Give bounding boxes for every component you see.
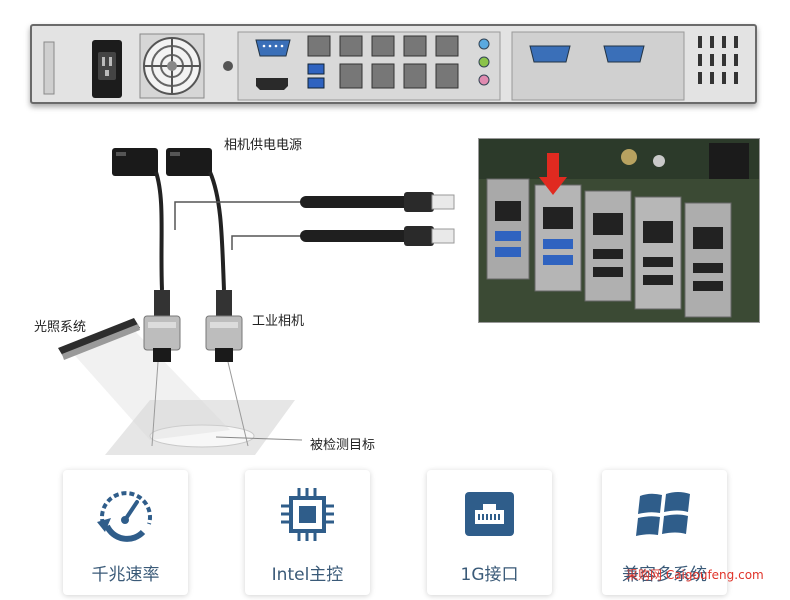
camera-cables [154, 171, 226, 291]
fan-grille [139, 33, 205, 99]
feature-label: 兼容多系统 [622, 565, 707, 585]
vga-port[interactable] [255, 39, 291, 57]
feature-card-gigabit: 千兆速率 [63, 470, 188, 595]
power-supply-right [166, 148, 212, 176]
expansion-bracket [511, 31, 685, 101]
lan-port-upper-row[interactable] [307, 35, 459, 57]
industrial-camera-left [143, 290, 181, 362]
rj45-cable-upper [300, 192, 455, 212]
vision-system-illustration [58, 148, 455, 455]
lan-port-lower-row[interactable] [339, 63, 459, 89]
server-rear-panel [30, 24, 757, 104]
hdmi-port[interactable] [256, 78, 288, 90]
label-camera-power: 相机供电电源 [224, 138, 303, 153]
feature-card-multi-os: 兼容多系统 [602, 470, 727, 595]
target-leader-line [215, 436, 303, 441]
feature-label: Intel主控 [271, 565, 344, 585]
watermark: 采购网 Caigoufeng.com [626, 568, 764, 582]
light-beam [70, 328, 230, 440]
audio-jacks[interactable] [478, 38, 490, 86]
camera-field-of-view [151, 361, 249, 447]
feature-card-intel: Intel主控 [245, 470, 370, 595]
com-port-1[interactable] [529, 45, 571, 63]
label-inspection-target: 被检测目标 [310, 438, 376, 453]
lan-ports-photo [478, 138, 760, 323]
industrial-camera-right [205, 290, 243, 362]
red-arrow-icon [539, 153, 567, 195]
usb-port-stack[interactable] [307, 63, 325, 89]
gauge-icon [97, 491, 152, 542]
com-port-2[interactable] [603, 45, 645, 63]
rj45-cable-lower [300, 226, 455, 246]
windows-logo-icon [636, 492, 690, 536]
ethernet-port-icon [465, 492, 514, 536]
vent-slots [698, 36, 738, 84]
label-lighting-system: 光照系统 [34, 320, 87, 335]
photo-port-blocks [486, 178, 732, 318]
chip-icon [281, 488, 334, 541]
feature-card-1g-port: 1G接口 [427, 470, 552, 595]
light-bar [58, 318, 140, 360]
power-supply-left [112, 148, 158, 176]
label-industrial-camera: 工业相机 [252, 314, 305, 329]
screw-hole [223, 61, 233, 71]
feature-label: 千兆速率 [91, 565, 160, 585]
network-cables [174, 201, 300, 250]
power-socket [43, 40, 122, 98]
feature-label: 1G接口 [460, 565, 519, 585]
